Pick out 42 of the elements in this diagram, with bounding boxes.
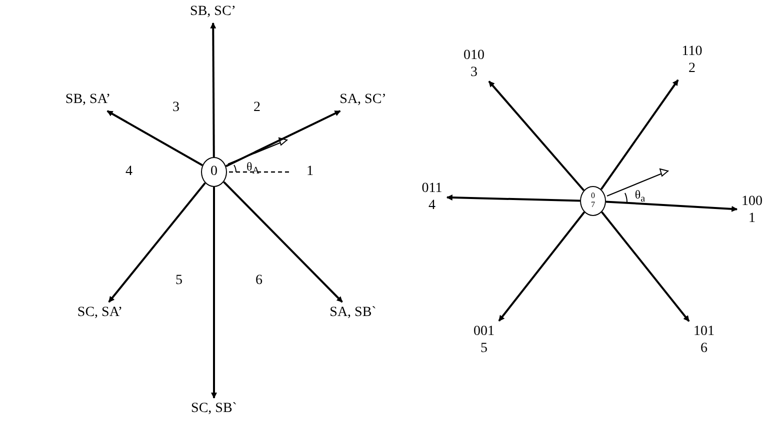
vector-label: 2 — [688, 60, 696, 78]
vector-label: 1 — [748, 210, 756, 228]
vector-label: 5 — [480, 340, 488, 358]
vector-label: 001 — [474, 322, 494, 340]
state-circle — [580, 186, 606, 216]
arrow — [223, 181, 343, 303]
vector-label: SA, SC’ — [340, 91, 386, 109]
sector-number: 3 — [172, 100, 180, 116]
state-number: 0 — [591, 192, 595, 201]
arrow — [498, 211, 586, 322]
arrow — [446, 194, 580, 202]
vector-label: SB, SC’ — [190, 3, 236, 21]
vector-label: 010 — [464, 46, 484, 64]
sector-number: 2 — [254, 100, 260, 116]
vector-label: SC, SA’ — [77, 304, 123, 322]
arrow — [488, 80, 585, 192]
arrow — [210, 22, 216, 157]
angle-label: θ$_{a}$ — [634, 187, 646, 205]
state-number: 7 — [591, 201, 595, 210]
vector-label: 110 — [682, 42, 702, 60]
arrow — [226, 110, 341, 168]
sector-number: 6 — [256, 273, 262, 289]
arrow — [606, 200, 738, 212]
arrow — [108, 182, 206, 303]
vector-label: 4 — [428, 197, 436, 214]
vector-label: 101 — [694, 322, 714, 340]
sector-number: 1 — [306, 164, 314, 180]
state-circle — [201, 157, 227, 187]
vector-label: 6 — [700, 340, 708, 358]
vector-label: SA, SB` — [330, 304, 376, 322]
arrow — [601, 211, 690, 322]
arrow — [106, 110, 203, 166]
state-number: 0 — [210, 163, 218, 181]
arrow — [600, 79, 679, 190]
sector-number: 5 — [176, 273, 182, 289]
vector-label: SC, SB` — [191, 400, 237, 418]
vector-label: SB, SA’ — [65, 91, 111, 109]
vector-label: 100 — [742, 192, 762, 210]
vector-label: 011 — [422, 180, 442, 197]
vector-label: 3 — [470, 64, 478, 82]
arrow — [211, 187, 217, 399]
sector-number: 4 — [126, 164, 132, 180]
